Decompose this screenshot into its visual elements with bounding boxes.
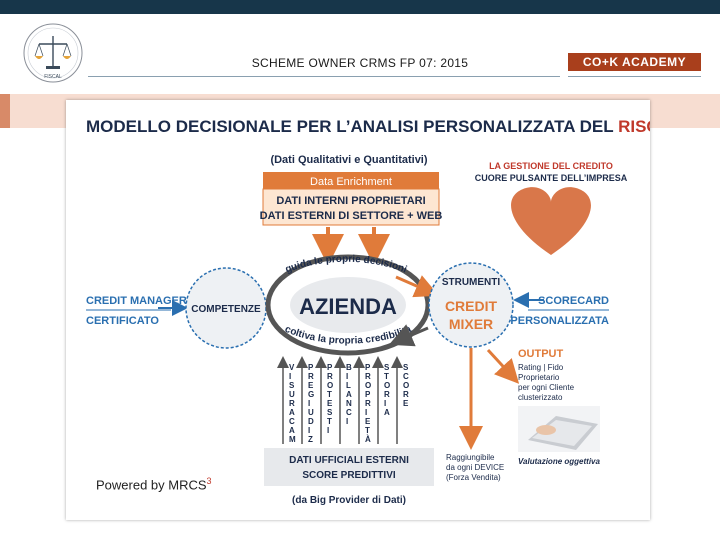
certificato-label: CERTIFICATO bbox=[86, 315, 159, 327]
academy-badge: CO+K ACADEMY bbox=[568, 53, 701, 71]
reach-line-1: Raggiungibile bbox=[446, 453, 495, 462]
output-line-3: per ogni Cliente bbox=[518, 383, 575, 392]
header-divider bbox=[88, 76, 560, 77]
powered-by-sup: 3 bbox=[206, 476, 212, 486]
academy-divider bbox=[568, 76, 701, 77]
diagram-slide: MODELLO DECISIONALE PER L’ANALISI PERSON… bbox=[66, 100, 650, 520]
output-line-2: Proprietario bbox=[518, 373, 560, 382]
data-enrichment-label: Data Enrichment bbox=[310, 176, 392, 188]
competenze-label: COMPETENZE bbox=[191, 304, 261, 315]
output-line-1: Rating | Fido bbox=[518, 363, 564, 372]
internal-data-label: DATI INTERNI PROPRIETARI bbox=[276, 195, 425, 207]
diagram-title-main: MODELLO DECISIONALE PER L’ANALISI PERSON… bbox=[86, 117, 618, 136]
data-enrichment-box bbox=[263, 172, 439, 189]
official-data-box bbox=[264, 448, 434, 486]
valutazione-label: Valutazione oggettiva bbox=[518, 457, 600, 466]
official-data-line-1: DATI UFFICIALI ESTERNI bbox=[289, 455, 409, 466]
credit-label: CREDIT bbox=[445, 298, 498, 314]
personalizzata-label: PERSONALIZZATA bbox=[510, 315, 609, 327]
credit-management-label: LA GESTIONE DEL CREDITO bbox=[489, 161, 613, 171]
header-title: SCHEME OWNER CRMS FP 07: 2015 bbox=[251, 56, 469, 70]
internal-external-data-box bbox=[262, 188, 440, 226]
official-data-line-2: SCORE PREDITTIVI bbox=[302, 470, 396, 481]
azienda-label: AZIENDA bbox=[299, 294, 397, 319]
mixer-label: MIXER bbox=[449, 316, 493, 332]
arrow-azienda-to-mixer bbox=[395, 275, 439, 298]
reach-line-2: da ogni DEVICE bbox=[446, 463, 504, 472]
heart-icon bbox=[511, 187, 591, 255]
data-types-label: (Dati Qualitativi e Quantitativi) bbox=[270, 154, 427, 166]
output-title: OUTPUT bbox=[518, 348, 564, 360]
credit-heart-label: CUORE PULSANTE DELL’IMPRESA bbox=[475, 173, 628, 183]
scorecard-label: SCORECARD bbox=[538, 295, 609, 307]
credit-manager-label: CREDIT MANAGER bbox=[86, 295, 187, 307]
arrow-mixer-to-output bbox=[486, 348, 520, 384]
laptop-photo bbox=[518, 406, 600, 452]
powered-by-label: Powered by MRCS3 bbox=[96, 476, 212, 492]
diagram-canvas: MODELLO DECISIONALE PER L’ANALISI PERSON… bbox=[86, 117, 650, 506]
external-data-label: DATI ESTERNI DI SETTORE + WEB bbox=[260, 210, 443, 222]
arrow-mixer-to-azienda bbox=[388, 324, 429, 347]
accent-band-edge bbox=[0, 94, 10, 128]
logo-text: FISCAL bbox=[44, 74, 62, 80]
azienda-core bbox=[290, 277, 406, 333]
top-bar bbox=[0, 0, 720, 14]
diagram-title: MODELLO DECISIONALE PER L’ANALISI PERSON… bbox=[86, 117, 650, 136]
output-line-4: clusterizzato bbox=[518, 393, 563, 402]
strumenti-label: STRUMENTI bbox=[442, 277, 501, 288]
fiscal-logo: FISCAL bbox=[22, 22, 84, 84]
reach-line-3: (Forza Vendita) bbox=[446, 473, 501, 482]
diagram-title-accent: RISCHIO CREDITO bbox=[618, 117, 650, 136]
powered-by-text: Powered by MRCS bbox=[96, 477, 207, 493]
big-provider-label: (da Big Provider di Dati) bbox=[292, 495, 406, 506]
